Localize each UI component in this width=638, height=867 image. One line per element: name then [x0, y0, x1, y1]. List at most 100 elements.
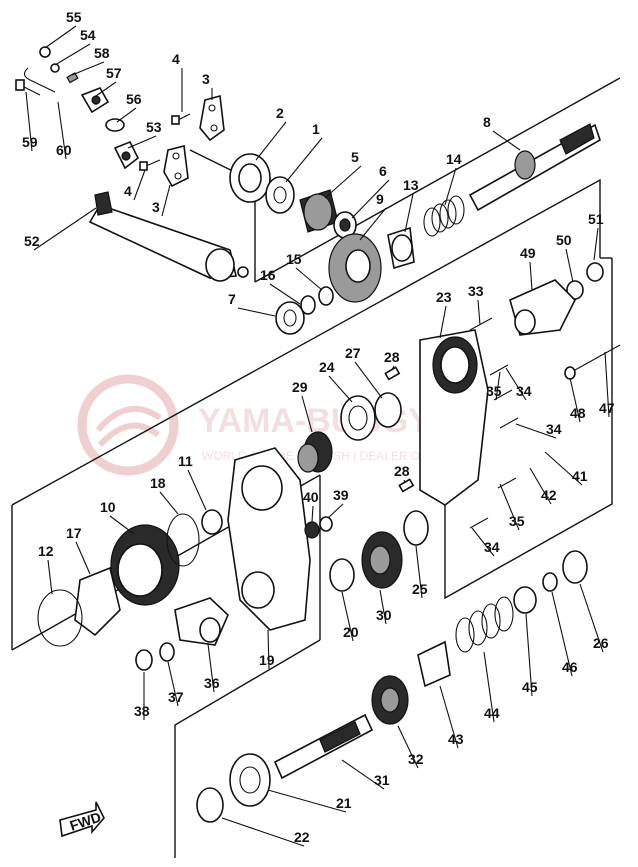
leader-lines — [25, 25, 610, 847]
callout-44: 44 — [484, 705, 500, 721]
fwd-arrow-icon: FWD — [59, 801, 105, 838]
leader-line-10 — [109, 515, 135, 535]
leader-line-14 — [444, 167, 457, 206]
callout-10: 10 — [100, 499, 116, 515]
callout-46: 46 — [562, 659, 578, 675]
leader-line-32 — [397, 725, 419, 769]
callout-55: 55 — [66, 9, 82, 25]
callout-24: 24 — [319, 359, 335, 375]
leader-line-30 — [379, 589, 387, 625]
callout-8: 8 — [483, 114, 491, 130]
callout-28a: 28 — [384, 349, 400, 365]
callout-34b: 34 — [546, 421, 562, 437]
clutch-43 — [417, 640, 451, 688]
leader-line-13 — [404, 193, 414, 233]
leader-line-40 — [311, 505, 314, 523]
callout-34c: 34 — [484, 539, 500, 555]
leader-line-54 — [54, 43, 91, 66]
bearing-26 — [562, 550, 588, 584]
leader-line-11 — [187, 469, 207, 511]
callout-18: 18 — [150, 475, 166, 491]
seal-40-39 — [304, 516, 333, 539]
callout-50: 50 — [556, 232, 572, 248]
nut-6 — [333, 211, 357, 239]
leader-line-50 — [565, 248, 574, 283]
leader-line-19 — [267, 629, 270, 670]
shift-shaft — [88, 191, 249, 282]
leader-line-1 — [285, 137, 323, 183]
leader-line-15 — [295, 267, 323, 291]
callout-20: 20 — [343, 624, 359, 640]
leader-line-9 — [359, 207, 387, 241]
leader-line-36 — [207, 643, 215, 693]
callout-21: 21 — [336, 795, 352, 811]
callout-2: 2 — [276, 105, 284, 121]
leader-line-55 — [44, 25, 77, 49]
leader-line-42 — [529, 467, 552, 505]
gear-32 — [371, 675, 409, 725]
callout-19: 19 — [259, 652, 275, 668]
callout-39: 39 — [333, 487, 349, 503]
leader-line-51 — [593, 227, 599, 261]
callout-52: 52 — [24, 233, 40, 249]
lever-arm — [80, 87, 125, 132]
seal-7 — [275, 301, 305, 335]
bearing-25 — [403, 510, 429, 546]
leader-line-18 — [159, 491, 179, 515]
leader-line-28a — [391, 365, 395, 371]
cover-10 — [110, 524, 180, 606]
leader-line-4b — [133, 169, 146, 201]
callout-58: 58 — [94, 45, 110, 61]
callout-26: 26 — [593, 635, 609, 651]
yoke-49 — [509, 279, 576, 336]
oring-18 — [166, 513, 200, 567]
fwd-label: FWD — [68, 809, 103, 834]
leader-line-22 — [221, 817, 305, 847]
pins-28 — [384, 366, 415, 493]
yoke-36 — [174, 597, 229, 646]
callout-35a: 35 — [486, 383, 502, 399]
leader-line-49 — [529, 261, 533, 291]
callout-29: 29 — [292, 379, 308, 395]
callout-27: 27 — [345, 345, 361, 361]
gear-30 — [361, 531, 403, 589]
leader-line-25 — [415, 545, 423, 599]
leader-line-46 — [551, 591, 573, 677]
callout-12: 12 — [38, 543, 54, 559]
bearing-21 — [229, 753, 271, 807]
callout-25: 25 — [412, 581, 428, 597]
leader-line-60 — [57, 101, 67, 160]
callout-59: 59 — [22, 134, 38, 150]
leader-line-24 — [328, 375, 353, 403]
leader-line-26 — [579, 583, 604, 653]
callout-60: 60 — [56, 142, 72, 158]
callout-54: 54 — [80, 27, 96, 43]
callout-31: 31 — [374, 772, 390, 788]
leader-line-34c — [471, 527, 495, 557]
callout-34a: 34 — [516, 383, 532, 399]
leader-line-12 — [47, 559, 53, 595]
leader-line-31 — [341, 759, 385, 790]
leader-line-34b — [515, 423, 557, 439]
watermark-logo-swoosh-icon — [95, 406, 162, 448]
callout-42: 42 — [541, 487, 557, 503]
bevel-gear-5 — [299, 189, 339, 233]
callout-51: 51 — [588, 211, 604, 227]
cable-end — [23, 46, 79, 93]
leader-line-35b — [499, 483, 520, 531]
callout-43: 43 — [448, 731, 464, 747]
callout-5: 5 — [351, 149, 359, 165]
callout-48: 48 — [570, 405, 586, 421]
leader-line-3b — [161, 184, 171, 217]
leader-line-27 — [354, 361, 383, 399]
watermark-logo-icon — [77, 374, 179, 476]
callout-56: 56 — [126, 91, 142, 107]
oring-12 — [37, 589, 83, 647]
callout-22: 22 — [294, 829, 310, 845]
leader-line-59 — [25, 91, 33, 152]
callout-28b: 28 — [394, 463, 410, 479]
callout-35b: 35 — [509, 513, 525, 529]
main-shaft-8 — [468, 123, 601, 212]
